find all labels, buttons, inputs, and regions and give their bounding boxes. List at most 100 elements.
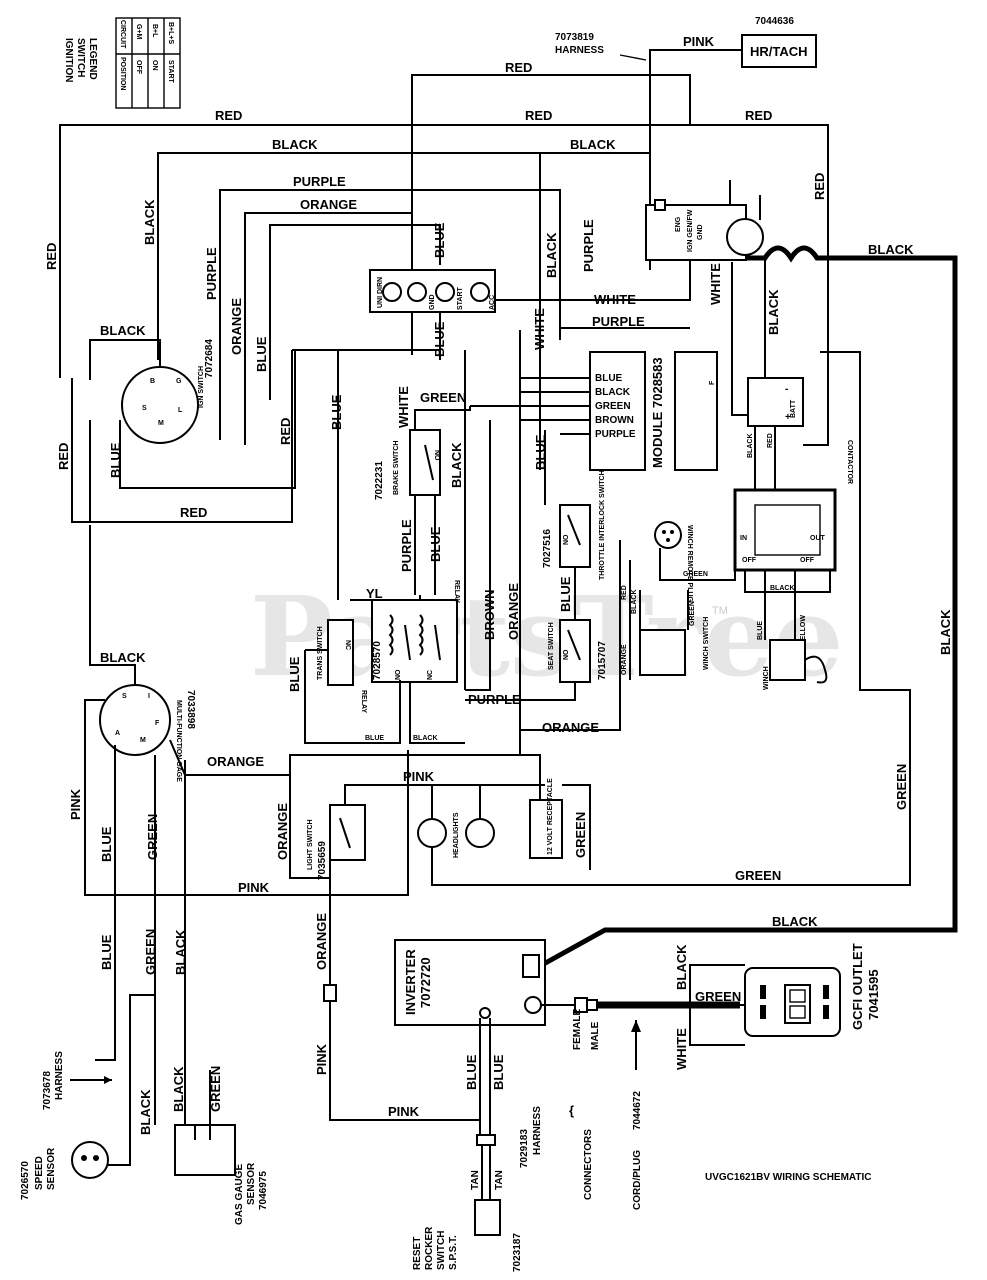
wire-label-red-top2: RED [525, 108, 552, 123]
brake-switch-part: 7022231 [374, 461, 385, 500]
center-wires: BROWN ORANGE PURPLE ORANGE [465, 330, 621, 755]
relay-label-2: RELAY [360, 690, 367, 713]
wire-label-pink-reset: PINK [388, 1104, 420, 1119]
module-wire-brown: BROWN [595, 415, 634, 426]
wire-label-pink-top: PINK [683, 34, 715, 49]
wire-label-orange-light: ORANGE [275, 803, 290, 860]
reset-label-3: SWITCH [436, 1231, 447, 1270]
winch-area: WINCH REMOTE PLUG GREEN BLACK RED ORANGE… [431, 351, 911, 886]
schematic-title: UVGC1621BV WIRING SCHEMATIC [705, 1172, 872, 1183]
legend-row-start-cir: B+L+S [167, 22, 174, 45]
wire-label-green-right: GREEN [894, 764, 909, 810]
contactor-out: OUT [810, 535, 826, 542]
seat-switch-part: 7015707 [597, 641, 608, 680]
strip-terminal-1 [382, 282, 402, 302]
module-pins: F [709, 380, 716, 385]
winch-label: WINCH [763, 666, 770, 690]
reset-rocker-switch [474, 1199, 501, 1236]
wire-label-orange-center: ORANGE [506, 583, 521, 640]
wire-label-blue-winch: BLUE [757, 621, 764, 640]
speed-sensor-label-2: SENSOR [46, 1147, 57, 1190]
wire-label-black-batt: BLACK [766, 289, 781, 335]
ign-term-g: G [176, 378, 182, 385]
wire-label-pink-left: PINK [68, 788, 83, 820]
gcfi-circuit: FEMALE MALE CONNECTORS { CORD/PLUG 70446… [541, 943, 881, 1210]
wire-label-purple-left: PURPLE [204, 247, 219, 300]
engine-block: ENG IGN GEN/FW GND [645, 180, 764, 261]
strip-terminal-2 [407, 282, 427, 302]
wire-label-pink-light: PINK [403, 769, 435, 784]
mfg-term-s: S [122, 693, 127, 700]
contactor-off1: OFF [742, 557, 757, 564]
wire-label-green-gas: GREEN [208, 1066, 223, 1112]
strip-label-unidir: UNI DIRN [377, 277, 384, 308]
mfg-term-m: M [140, 737, 146, 744]
mfg-part: 7033898 [185, 690, 196, 729]
legend-row-off-pos: OFF [135, 60, 142, 75]
wire-label-green-brake: GREEN [420, 390, 466, 405]
wire-label-black-mfg: BLACK [100, 650, 146, 665]
speed-sensor [71, 1141, 109, 1179]
ign-term-l: L [178, 407, 183, 414]
light-switch-label: LIGHT SWITCH [307, 819, 314, 870]
wire-label-black-vertical: BLACK [938, 609, 953, 655]
hr-tach: HR/TACH 7044636 7073819 HARNESS [555, 16, 817, 68]
harness-reset-part: 7029183 [519, 1129, 530, 1168]
wire-label-blue-long: BLUE [329, 394, 344, 430]
legend-row-on-pos: ON [151, 60, 158, 71]
wire-label-purple-top: PURPLE [293, 174, 346, 189]
headlights-label: HEADLIGHTS [453, 812, 460, 858]
wire-label-green-gcfi: GREEN [695, 989, 741, 1004]
strip-label-start: START [457, 286, 464, 310]
light-switch-box [329, 804, 366, 861]
hr-tach-box [741, 34, 817, 68]
legend-row-start-pos: START [167, 60, 174, 84]
strip-terminal-3 [435, 282, 455, 302]
wire-label-black-batt2: BLACK [747, 434, 754, 459]
wire-label-black-winch: BLACK [631, 590, 638, 615]
wire-label-black-contactor: BLACK [770, 585, 795, 592]
ign-term-m: M [158, 420, 164, 427]
wire-label-red-right: RED [812, 173, 827, 200]
female-label: FEMALE [572, 1009, 583, 1050]
fuse-holder [323, 984, 337, 1002]
wire-label-red-upper: RED [505, 60, 532, 75]
wire-label-blue-throttle: BLUE [533, 434, 548, 470]
brake-switch-box [409, 429, 441, 496]
wire-label-blue-mfg: BLUE [99, 826, 114, 862]
gcfi-buttons [784, 984, 811, 1024]
contactor-off2: OFF [800, 557, 815, 564]
relay-tag: YL [366, 586, 383, 601]
wire-label-purple-bottom: PURPLE [468, 692, 521, 707]
wire-label-black-top: BLACK [272, 137, 318, 152]
relay-label-1: RELAY [453, 580, 460, 603]
strip-label-acc: ACC [489, 295, 496, 310]
brake-switch-no: NO [433, 450, 440, 461]
ign-term-b: B [150, 378, 155, 385]
winch-switch-box [639, 629, 686, 676]
wire-label-red-top: RED [215, 108, 242, 123]
trans-switch-box [327, 619, 354, 686]
multi-function-gage: S I F M A MULTI-FUNCTION GAGE 7033898 BL… [68, 525, 541, 896]
wire-label-green-mfg: GREEN [145, 814, 160, 860]
wire-label-tan-1: TAN [470, 1170, 481, 1190]
reset-connector [476, 1134, 496, 1146]
wire-label-blue-seat: BLUE [558, 576, 573, 612]
male-label: MALE [590, 1021, 601, 1050]
winch-remote-plug [654, 521, 682, 549]
legend-row-on-cir: B+L [151, 24, 158, 38]
wire-label-white-right: WHITE [708, 263, 723, 305]
gas-gauge-label-2: SENSOR [246, 1162, 257, 1205]
battery-label: BATT [790, 399, 797, 418]
wire-label-blue-strip: BLUE [432, 222, 447, 258]
wire-label-blue-reset1: BLUE [464, 1054, 479, 1090]
wire-label-green-bottom: GREEN [735, 868, 781, 883]
wire-label-black-right: BLACK [868, 242, 914, 257]
wire-label-green-winch: GREEN [689, 601, 696, 626]
module-wire-green: GREEN [595, 401, 631, 412]
harness-reset-label: HARNESS [532, 1106, 543, 1155]
mfg-body [99, 684, 171, 756]
legend-heading-1: IGNITION [63, 38, 74, 82]
wire-label-red-ign: RED [180, 505, 207, 520]
inverter-label: INVERTER [403, 949, 418, 1015]
